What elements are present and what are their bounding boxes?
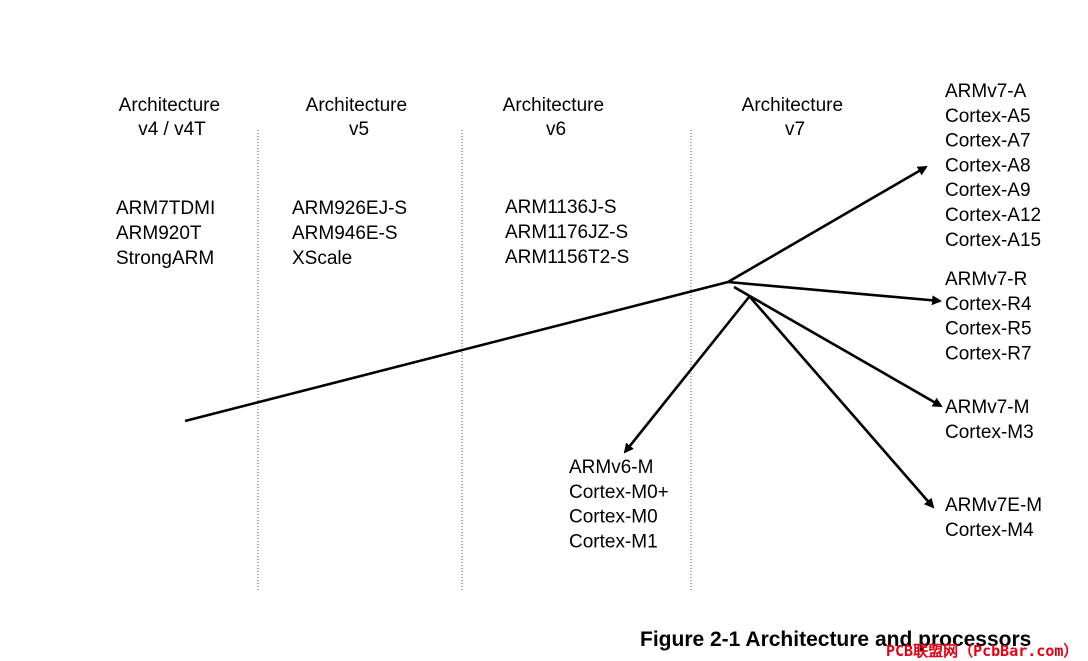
processor-name: Cortex-M4 — [945, 520, 1034, 541]
processor-name: Cortex-A5 — [945, 106, 1031, 127]
arrow-to-armv7-a — [727, 165, 928, 284]
processor-name: ARM1156T2-S — [505, 247, 629, 268]
architecture-v6-heading: Architecture v6 — [503, 95, 610, 140]
heading-line: Architecture — [306, 95, 407, 116]
profile-name: ARMv7-R — [945, 269, 1027, 290]
profile-name: ARMv6-M — [569, 457, 653, 478]
heading-line: v7 — [785, 119, 805, 140]
processor-name: StrongARM — [116, 248, 214, 269]
armv7-m-group: ARMv7-M Cortex-M3 — [945, 397, 1035, 443]
arrow-to-armv6-m — [623, 296, 751, 454]
processor-name: ARM1136J-S — [505, 197, 617, 218]
profile-name: ARMv7E-M — [945, 495, 1042, 516]
heading-line: Architecture — [742, 95, 843, 116]
arrow-to-armv7e-m — [749, 296, 935, 509]
armv7e-m-group: ARMv7E-M Cortex-M4 — [945, 495, 1047, 541]
architecture-v7-heading: Architecture v7 — [742, 95, 849, 140]
architecture-v4-heading: Architecture v4 / v4T — [119, 95, 226, 140]
figure-caption: Figure 2-1 Architecture and processors — [640, 628, 1031, 651]
watermark-text: PCB联盟网（PcbBar.com） — [886, 642, 1078, 660]
heading-line: Architecture — [503, 95, 604, 116]
processor-name: Cortex-M0 — [569, 507, 658, 528]
v6-processor-list: ARM1136J-S ARM1176JZ-S ARM1156T2-S — [505, 197, 633, 268]
processor-name: ARM926EJ-S — [292, 198, 407, 219]
architecture-v5-heading: Architecture v5 — [306, 95, 413, 140]
evolution-line — [184, 280, 729, 423]
armv6-m-group: ARMv6-M Cortex-M0+ Cortex-M0 Cortex-M1 — [569, 457, 674, 552]
v4-processor-list: ARM7TDMI ARM920T StrongARM — [116, 198, 221, 269]
processor-name: Cortex-R4 — [945, 294, 1032, 315]
arrow-to-armv7-m — [733, 285, 943, 408]
heading-line: Architecture — [119, 95, 220, 116]
armv7-a-group: ARMv7-A Cortex-A5 Cortex-A7 Cortex-A8 Co… — [945, 81, 1046, 251]
arrow-to-armv7-r — [727, 280, 942, 306]
heading-line: v4 / v4T — [138, 119, 206, 140]
processor-name: Cortex-M1 — [569, 531, 658, 552]
profile-name: ARMv7-A — [945, 81, 1027, 102]
processor-name: XScale — [292, 248, 352, 269]
processor-name: Cortex-A15 — [945, 230, 1041, 251]
processor-name: Cortex-A8 — [945, 155, 1031, 176]
processor-name: Cortex-A12 — [945, 205, 1041, 226]
processor-name: Cortex-A7 — [945, 131, 1031, 152]
processor-name: Cortex-M3 — [945, 422, 1034, 443]
processor-name: Cortex-R5 — [945, 319, 1032, 340]
processor-name: ARM946E-S — [292, 223, 398, 244]
v5-processor-list: ARM926EJ-S ARM946E-S XScale — [292, 198, 412, 269]
processor-name: ARM920T — [116, 223, 202, 244]
processor-name: ARM1176JZ-S — [505, 222, 628, 243]
armv7-r-group: ARMv7-R Cortex-R4 Cortex-R5 Cortex-R7 — [945, 269, 1037, 364]
profile-name: ARMv7-M — [945, 397, 1029, 418]
heading-line: v6 — [546, 119, 566, 140]
processor-name: Cortex-M0+ — [569, 482, 669, 503]
processor-name: ARM7TDMI — [116, 198, 215, 219]
processor-name: Cortex-R7 — [945, 343, 1032, 364]
heading-line: v5 — [349, 119, 369, 140]
processor-name: Cortex-A9 — [945, 180, 1031, 201]
